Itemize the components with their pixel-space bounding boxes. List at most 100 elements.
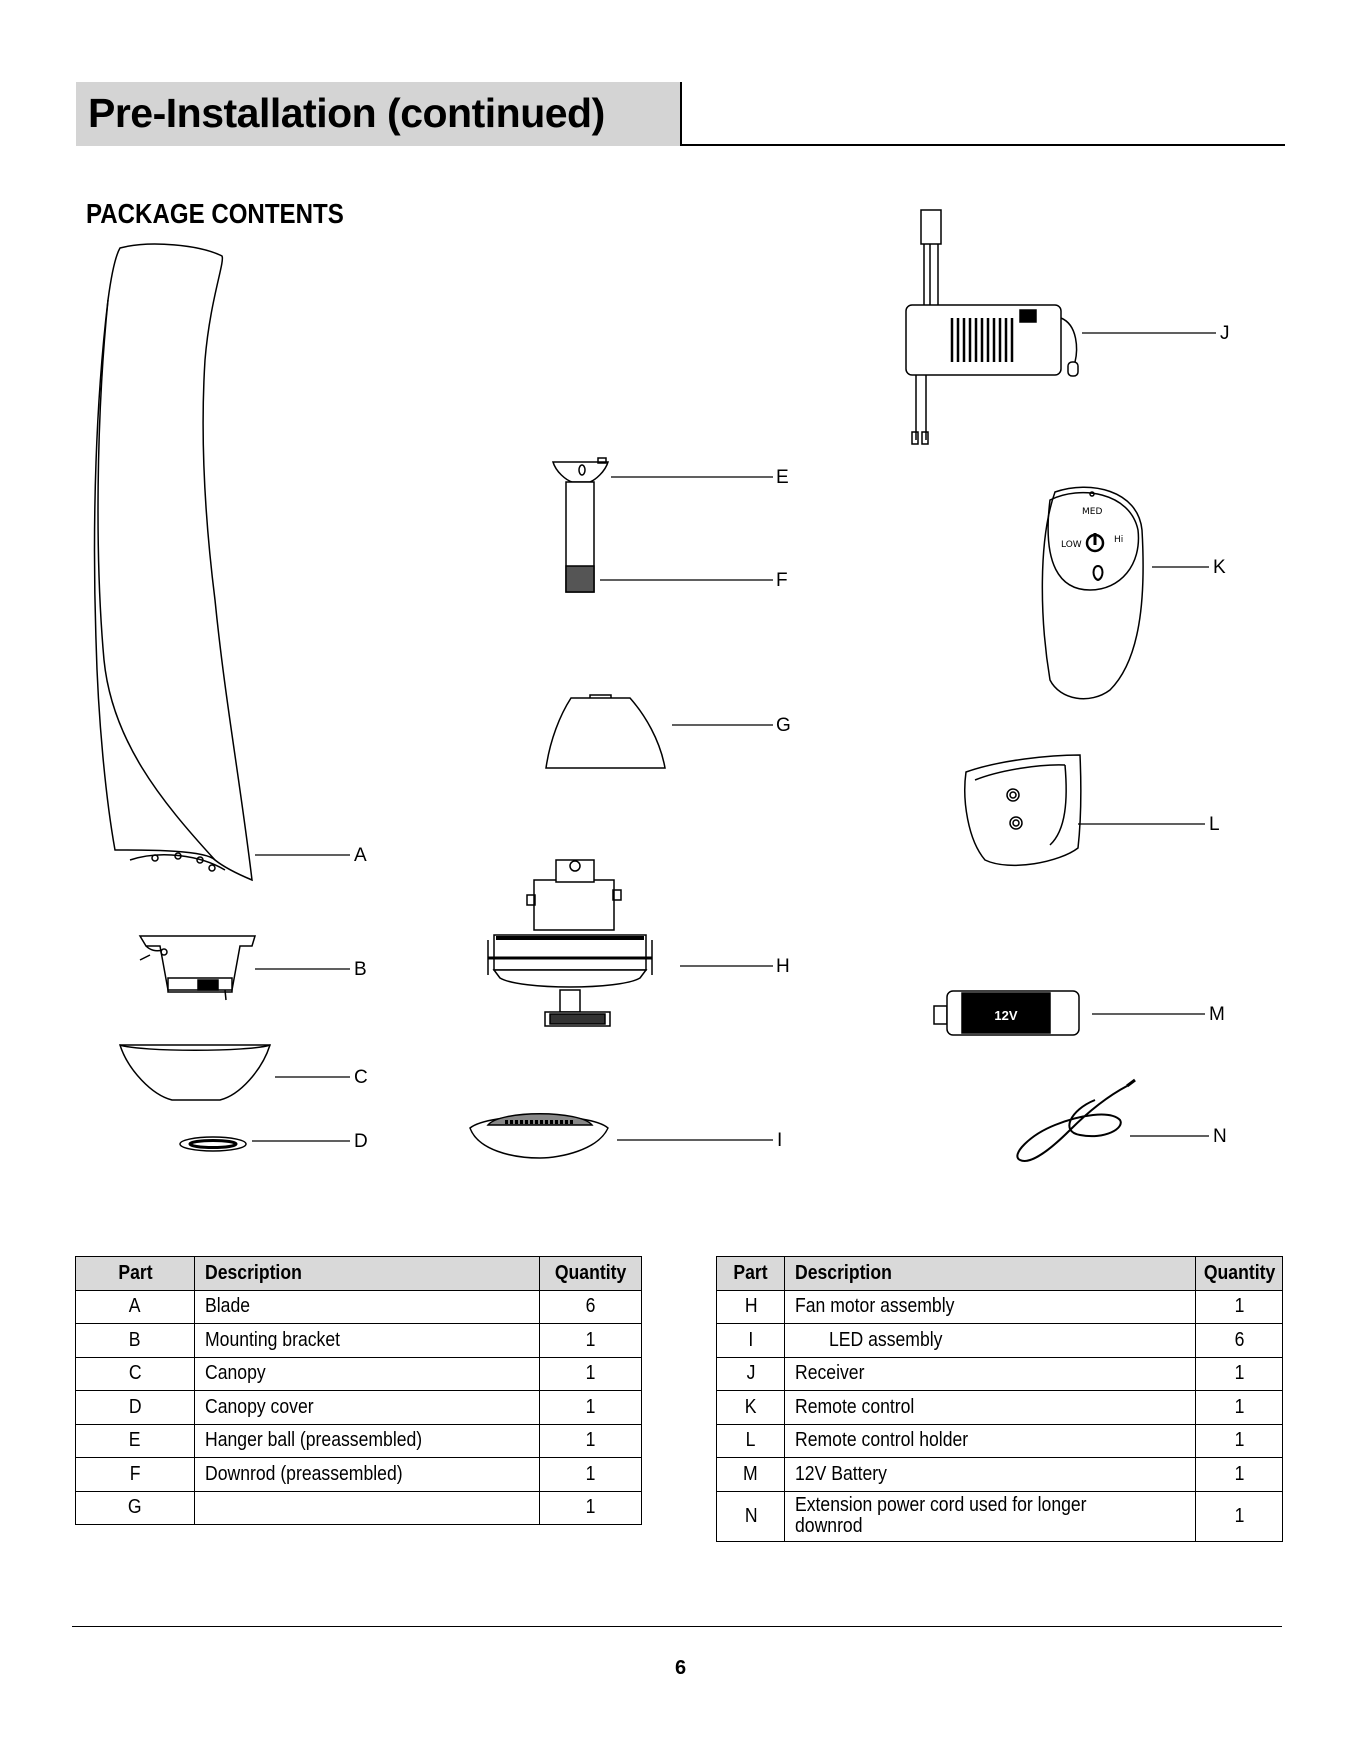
cell-description: Remote control: [784, 1390, 1197, 1425]
remote-med-label: MED: [1082, 507, 1102, 517]
header-part: Part: [74, 1256, 196, 1291]
header-quantity: Quantity: [1195, 1256, 1283, 1291]
cell-quantity: 1: [1195, 1289, 1283, 1324]
cell-part: M: [715, 1457, 786, 1492]
cell-part: L: [715, 1423, 786, 1458]
callout-d: D: [354, 1131, 368, 1152]
cell-part: K: [715, 1390, 786, 1425]
callout-c: C: [354, 1067, 368, 1088]
cell-description: LED assembly: [784, 1323, 1197, 1358]
table-row: D Canopy cover 1: [74, 1390, 643, 1425]
cell-quantity: 1: [1195, 1356, 1283, 1391]
callout-b: B: [354, 959, 367, 980]
cell-quantity: 1: [538, 1390, 643, 1425]
table-row: E Hanger ball (preassembled) 1: [74, 1423, 643, 1458]
cell-part: G: [74, 1490, 196, 1525]
callout-i: I: [777, 1130, 783, 1151]
table-row: K Remote control 1: [715, 1390, 1283, 1425]
cell-quantity: 1: [538, 1356, 643, 1391]
cell-part: N: [715, 1490, 786, 1542]
callout-k: K: [1213, 557, 1226, 578]
table-header-row: Part Description Quantity: [74, 1256, 643, 1291]
callout-a: A: [354, 845, 367, 866]
header-quantity: Quantity: [538, 1256, 643, 1291]
table-row: A Blade 6: [74, 1289, 643, 1324]
cell-quantity: 1: [1195, 1490, 1283, 1542]
cell-description: Fan motor assembly: [784, 1289, 1197, 1324]
cell-description: 12V Battery: [784, 1457, 1197, 1492]
table-row: C Canopy 1: [74, 1356, 643, 1391]
header-description: Description: [784, 1256, 1197, 1291]
blade-drawing: [93, 243, 253, 882]
table-row: I LED assembly 6: [715, 1323, 1283, 1358]
callout-n: N: [1213, 1126, 1227, 1147]
remote-low-label: LOW: [1061, 540, 1082, 550]
cell-quantity: 1: [1195, 1390, 1283, 1425]
cone-part-drawing: [545, 694, 666, 769]
table-row: M 12V Battery 1: [715, 1457, 1283, 1492]
footer-rule: [72, 1626, 1282, 1627]
cell-part: A: [74, 1289, 196, 1324]
cell-quantity: 6: [1195, 1323, 1283, 1358]
parts-diagram: MED LOW Hi 12V: [93, 209, 1216, 1162]
cell-quantity: 1: [1195, 1423, 1283, 1458]
cell-part: F: [74, 1457, 196, 1492]
cell-description: Blade: [194, 1289, 540, 1324]
cell-description: Downrod (preassembled): [194, 1457, 540, 1492]
canopy-cover-drawing: [179, 1136, 247, 1152]
battery-drawing: [933, 990, 1080, 1036]
cell-quantity: 6: [538, 1289, 643, 1324]
callout-leaders: [252, 332, 1216, 1142]
extension-cord-drawing: [1016, 1078, 1136, 1162]
cell-description: Canopy cover: [194, 1390, 540, 1425]
header-rule: [682, 144, 1285, 146]
callout-h: H: [776, 956, 790, 977]
table-row: F Downrod (preassembled) 1: [74, 1457, 643, 1492]
cell-quantity: 1: [1195, 1457, 1283, 1492]
table-row: H Fan motor assembly 1: [715, 1289, 1283, 1324]
parts-table-right: Part Description Quantity H Fan motor as…: [715, 1256, 1283, 1542]
header-part: Part: [715, 1256, 786, 1291]
page-number: 6: [674, 1657, 687, 1679]
cell-part: D: [74, 1390, 196, 1425]
section-title: PACKAGE CONTENTS: [86, 198, 344, 229]
cell-part: H: [715, 1289, 786, 1324]
cell-description: Hanger ball (preassembled): [194, 1423, 540, 1458]
table-row: J Receiver 1: [715, 1356, 1283, 1391]
cell-part: I: [715, 1323, 786, 1358]
callout-l: L: [1209, 814, 1220, 835]
cell-part: B: [74, 1323, 196, 1358]
hanger-ball-downrod-drawing: [551, 457, 610, 593]
remote-labels: MED LOW Hi: [1061, 507, 1123, 550]
cell-description: Extension power cord used for longer dow…: [784, 1490, 1197, 1542]
cell-description: Receiver: [784, 1356, 1197, 1391]
parts-table-left: Part Description Quantity A Blade 6 B Mo…: [74, 1256, 643, 1525]
cell-quantity: 1: [538, 1323, 643, 1358]
cell-quantity: 1: [538, 1457, 643, 1492]
table-row: L Remote control holder 1: [715, 1423, 1283, 1458]
receiver-drawing: [905, 209, 1079, 445]
table-header-row: Part Description Quantity: [715, 1256, 1283, 1291]
callout-j: J: [1220, 323, 1230, 344]
battery-label: 12V: [994, 1008, 1017, 1023]
fan-motor-drawing: [487, 859, 653, 1027]
cell-part: C: [74, 1356, 196, 1391]
cell-description: Mounting bracket: [194, 1323, 540, 1358]
cell-description: [194, 1490, 540, 1525]
remote-control-drawing: [1041, 486, 1144, 700]
table-row: G 1: [74, 1490, 643, 1525]
cell-description: Remote control holder: [784, 1423, 1197, 1458]
table-row: B Mounting bracket 1: [74, 1323, 643, 1358]
callout-g: G: [776, 715, 791, 736]
mounting-bracket-drawing: [138, 935, 257, 1001]
cell-part: E: [74, 1423, 196, 1458]
callout-m: M: [1209, 1004, 1225, 1025]
callout-e: E: [776, 467, 789, 488]
canopy-drawing: [118, 1044, 272, 1101]
header-description: Description: [194, 1256, 540, 1291]
header-bar: Pre-Installation (continued): [76, 82, 682, 146]
led-assembly-drawing: [469, 1113, 609, 1159]
table-row: N Extension power cord used for longer d…: [715, 1490, 1283, 1542]
cell-part: J: [715, 1356, 786, 1391]
page-title: Pre-Installation (continued): [88, 90, 605, 136]
